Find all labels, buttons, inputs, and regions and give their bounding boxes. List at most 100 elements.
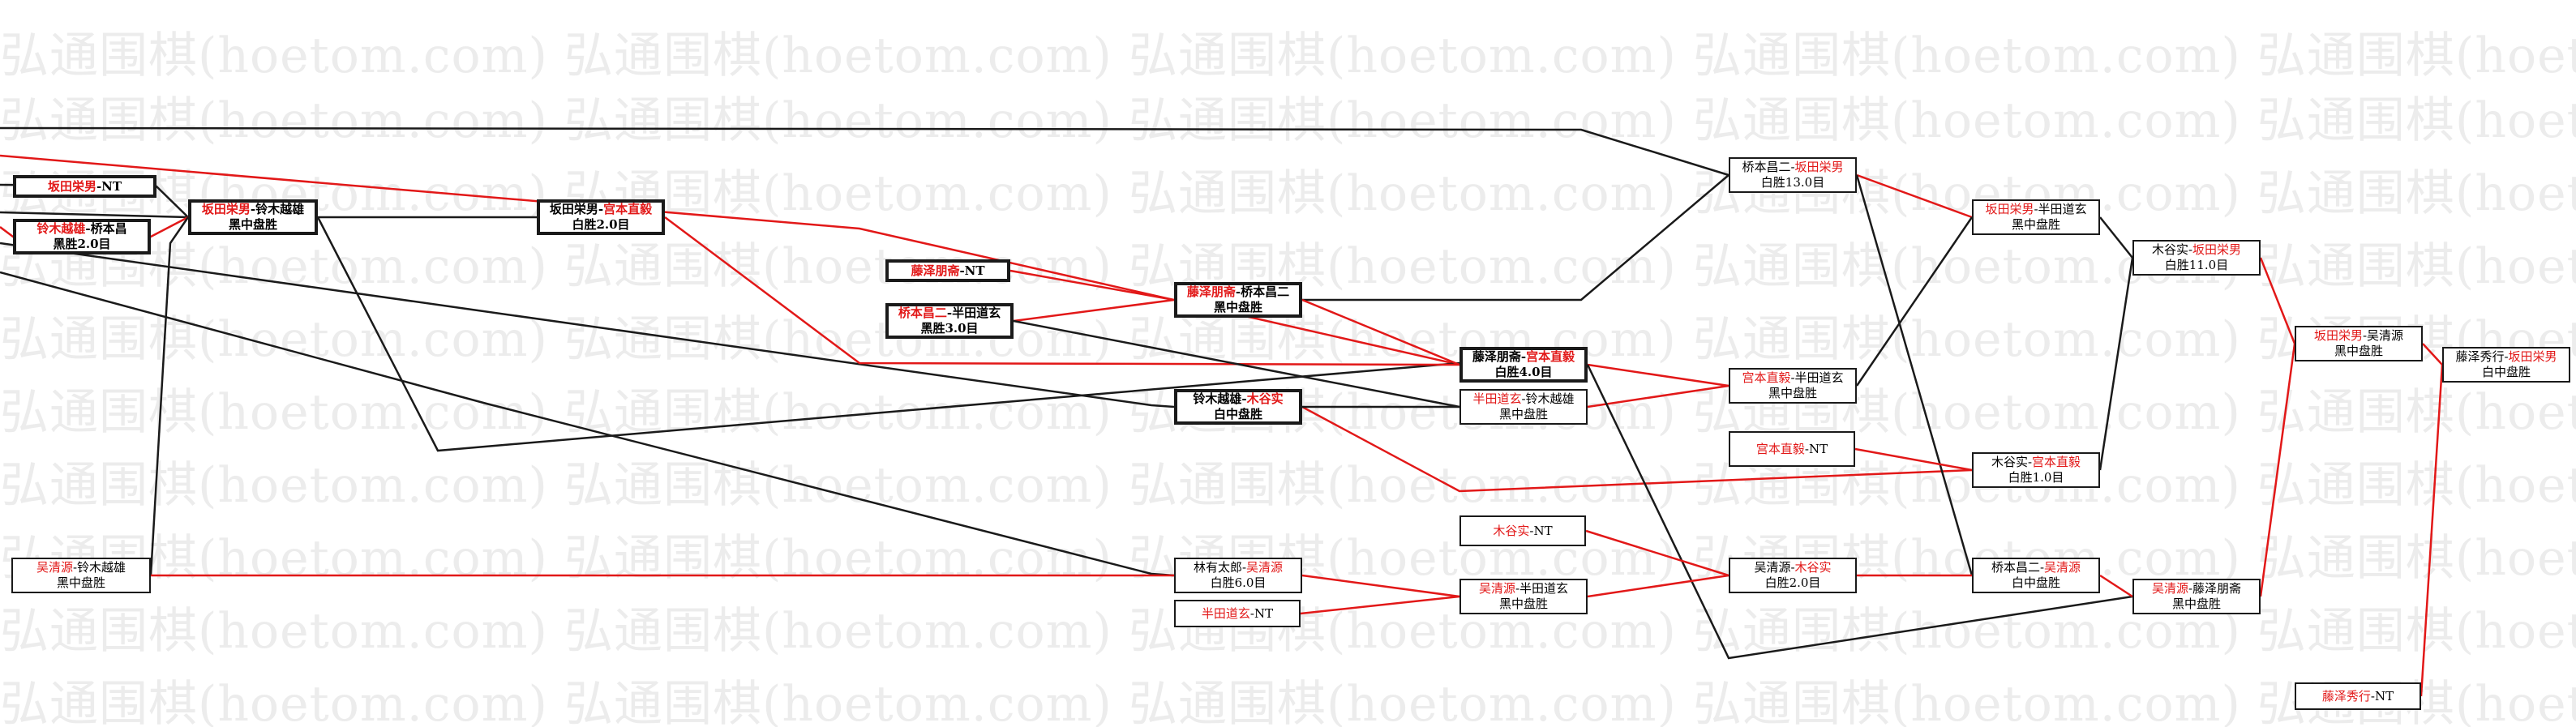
- match-node-n13: 半田道玄-铃木越雄黑中盘胜: [1459, 389, 1588, 425]
- bracket-edge: [2099, 216, 2133, 259]
- player-name: -半田道玄: [1515, 581, 1569, 596]
- winner-name: 铃木越雄: [36, 221, 86, 236]
- winner-name: 坂田栄男: [201, 202, 251, 216]
- winner-name: 半田道玄: [1201, 605, 1250, 621]
- match-result: 黑中盘胜: [2011, 217, 2060, 232]
- bracket-edge: [1855, 216, 1974, 387]
- player-name: 木谷实-: [2151, 242, 2193, 257]
- match-result: 白中盘胜: [2481, 365, 2531, 379]
- match-node-n11: 半田道玄-NT: [1174, 600, 1301, 627]
- match-players: 藤泽秀行-坂田栄男: [2455, 349, 2557, 365]
- match-players: 桥本昌二-半田道玄: [898, 306, 1001, 321]
- match-players: 吴清源-半田道玄: [1479, 581, 1568, 597]
- match-node-n25: 坂田栄男-吴清源黑中盘胜: [2295, 326, 2423, 361]
- winner-name: 坂田栄男: [47, 178, 96, 194]
- player-name: 藤泽朋斋-: [1472, 349, 1527, 364]
- match-players: 坂田栄男-宫本直毅: [550, 202, 652, 217]
- winner-name: 宫本直毅: [1526, 349, 1575, 364]
- match-result: 白胜13.0目: [1760, 175, 1825, 190]
- match-node-n5: 吴清源-铃木越雄黑中盘胜: [11, 558, 151, 593]
- bracket-edge: [1587, 363, 1729, 387]
- player-name: 坂田栄男-: [549, 202, 604, 216]
- bracket-edge: [1013, 319, 1460, 408]
- winner-name: 坂田栄男: [2192, 242, 2242, 257]
- player-name: 林有太郎-: [1193, 560, 1247, 575]
- match-node-n22: 桥本昌二-吴清源白中盘胜: [1972, 558, 2100, 593]
- player-name: 吴清源-: [1754, 560, 1795, 575]
- match-node-n9: 铃木越雄-木谷实白中盘胜: [1174, 389, 1302, 425]
- match-node-n7: 桥本昌二-半田道玄黑胜3.0目: [885, 303, 1014, 339]
- match-result: 白中盘胜: [1213, 407, 1262, 421]
- bracket-edge: [1009, 269, 1175, 301]
- bracket-edge: [0, 242, 1175, 408]
- match-result: 白胜1.0目: [2008, 470, 2064, 485]
- match-players: 藤泽秀行-NT: [2322, 689, 2394, 704]
- match-players: 坂田栄男-NT: [48, 179, 122, 195]
- winner-name: 藤泽秀行: [2321, 688, 2371, 703]
- match-node-n1: 坂田栄男-NT: [13, 175, 156, 198]
- match-node-n26: 藤泽秀行-NT: [2295, 682, 2421, 710]
- player-name: -半田道玄: [2034, 202, 2087, 216]
- match-node-n18: 宫本直毅-NT: [1729, 431, 1855, 467]
- player-name: -NT: [1249, 605, 1274, 621]
- match-node-n6: 藤泽朋斋-NT: [885, 259, 1010, 282]
- winner-name: 吴清源: [1246, 560, 1284, 575]
- match-node-n21: 木谷实-宫本直毅白胜1.0目: [1972, 452, 2100, 488]
- winner-name: 藤泽朋斋: [911, 263, 960, 278]
- match-players: 半田道玄-铃木越雄: [1472, 391, 1574, 407]
- winner-name: 藤泽朋斋: [1186, 284, 1236, 299]
- match-players: 木谷实-宫本直毅: [1991, 455, 2081, 470]
- bracket-edge: [1300, 595, 1460, 615]
- match-node-n2: 铃木越雄-桥本昌黑胜2.0目: [13, 219, 151, 254]
- match-node-n3: 坂田栄男-铃木越雄黑中盘胜: [188, 199, 318, 235]
- player-name: 桥本昌二-: [1742, 160, 1795, 174]
- match-players: 坂田栄男-铃木越雄: [202, 202, 304, 217]
- winner-name: 吴清源: [2151, 581, 2188, 596]
- match-result: 白胜2.0目: [572, 217, 630, 232]
- player-name: -NT: [959, 263, 985, 278]
- match-result: 黑中盘胜: [1768, 386, 1817, 400]
- player-name: 藤泽秀行-: [2455, 349, 2509, 364]
- match-players: 林有太郎-吴清源: [1194, 560, 1283, 575]
- winner-name: 木谷实: [1246, 391, 1284, 406]
- player-name: 桥本昌二-: [1991, 560, 2045, 575]
- match-players: 铃木越雄-木谷实: [1193, 391, 1283, 407]
- bracket-edge: [0, 126, 1729, 177]
- match-result: 黑中盘胜: [228, 217, 277, 232]
- match-node-n8: 藤泽朋斋-桥本昌二黑中盘胜: [1174, 282, 1302, 318]
- winner-name: 坂田栄男: [2508, 349, 2557, 364]
- match-result: 黑中盘胜: [2334, 344, 2383, 358]
- player-name: -桥本昌: [85, 221, 127, 236]
- winner-name: 木谷实: [1794, 560, 1832, 575]
- player-name: -藤泽朋斋: [2188, 581, 2242, 596]
- bracket-edge: [0, 154, 1460, 366]
- match-node-n27: 藤泽秀行-坂田栄男白中盘胜: [2442, 347, 2570, 383]
- bracket-edge: [2422, 343, 2443, 366]
- player-name: -吴清源: [2362, 328, 2404, 343]
- bracket-edge: [1585, 529, 1729, 577]
- player-name: -铃木越雄: [250, 202, 305, 216]
- bracket-edge: [1586, 364, 2133, 660]
- match-players: 木谷实-坂田栄男: [2152, 242, 2241, 258]
- player-name: -NT: [1804, 441, 1828, 456]
- match-players: 吴清源-木谷实: [1754, 560, 1831, 575]
- player-name: -NT: [1529, 523, 1553, 538]
- bracket-edge: [1587, 384, 1729, 408]
- match-result: 黑中盘胜: [56, 575, 105, 590]
- winner-name: 宫本直毅: [603, 202, 653, 216]
- match-result: 白胜11.0目: [2164, 258, 2229, 272]
- match-node-n24: 吴清源-藤泽朋斋黑中盘胜: [2132, 579, 2261, 614]
- match-result: 黑中盘胜: [1498, 597, 1548, 611]
- match-result: 黑中盘胜: [2171, 597, 2221, 611]
- match-node-n10: 林有太郎-吴清源白胜6.0目: [1174, 558, 1302, 593]
- player-name: -半田道玄: [1790, 370, 1844, 385]
- bracket-edge: [2420, 364, 2444, 697]
- winner-name: 坂田栄男: [2313, 328, 2363, 343]
- winner-name: 坂田栄男: [1985, 202, 2034, 216]
- match-node-n16: 桥本昌二-坂田栄男白胜13.0目: [1729, 157, 1857, 193]
- match-players: 宫本直毅-NT: [1756, 442, 1828, 457]
- match-result: 黑胜3.0目: [920, 321, 979, 336]
- bracket-edge: [2099, 574, 2133, 598]
- winner-name: 坂田栄男: [1794, 160, 1844, 174]
- player-name: -铃木越雄: [72, 560, 126, 575]
